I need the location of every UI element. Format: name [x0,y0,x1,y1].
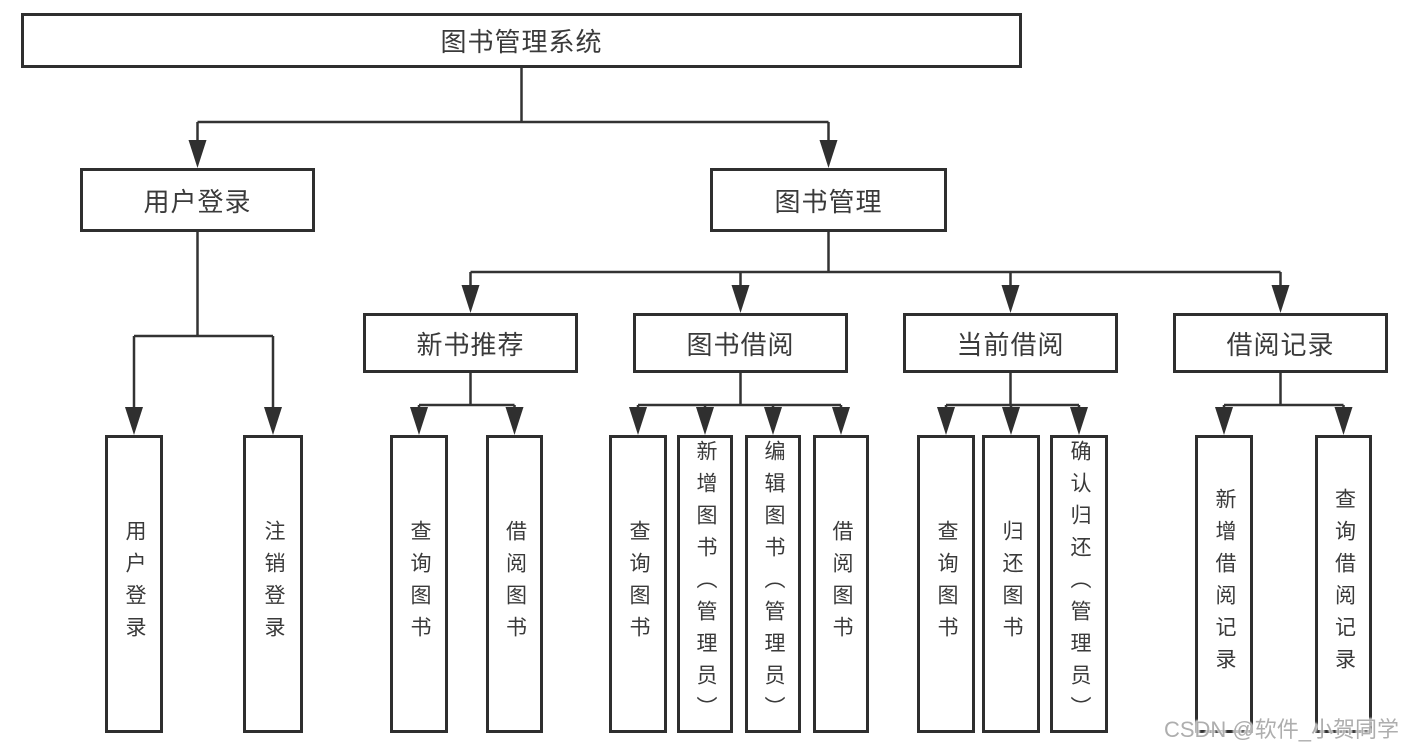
leaf-label: 新增图书（管理员） [694,440,717,728]
node-label: 图书借阅 [686,329,795,360]
leaf-borrow-books-recommend: 借阅图书 [486,435,543,733]
leaf-borrow-books-borrowing: 借阅图书 [813,435,869,733]
leaf-label: 查询图书 [935,520,958,648]
node-book-management: 图书管理 [710,168,947,232]
leaf-label: 归还图书 [1000,520,1023,648]
leaf-query-books-recommend: 查询图书 [390,435,448,733]
node-new-book-recommend: 新书推荐 [363,313,578,373]
arrowhead-book-mgmt [819,140,838,168]
csdn-watermark: CSDN @软件_小贺同学 [1163,717,1399,742]
arrowheads [125,140,1353,435]
leaf-query-books-current: 查询图书 [917,435,975,733]
leaf-user-login: 用户登录 [105,435,163,733]
node-current-borrowing: 当前借阅 [903,313,1118,373]
leaf-confirm-return-admin: 确认归还（管理员） [1050,435,1108,733]
leaf-query-books-borrowing: 查询图书 [609,435,667,733]
leaf-label: 确认归还（管理员） [1068,440,1091,728]
leaf-label: 新增借阅记录 [1213,488,1236,680]
leaf-label: 借阅图书 [503,520,527,648]
leaf-label: 注销登录 [262,520,285,648]
node-book-borrowing: 图书借阅 [633,313,848,373]
node-borrowing-records: 借阅记录 [1173,313,1388,373]
node-label: 新书推荐 [416,329,525,360]
node-label: 当前借阅 [956,329,1065,360]
arrowhead-new-book [461,285,480,313]
leaf-edit-book-admin: 编辑图书（管理员） [745,435,801,733]
node-label: 借阅记录 [1226,329,1335,360]
leaf-add-borrow-record: 新增借阅记录 [1195,435,1253,733]
node-user-login: 用户登录 [80,168,315,232]
arrowhead-user-login [188,140,207,168]
node-label: 用户登录 [143,186,252,217]
leaf-label: 借阅图书 [830,520,853,648]
leaf-query-borrow-record: 查询借阅记录 [1315,435,1372,733]
leaf-logout: 注销登录 [243,435,303,733]
leaf-label: 查询图书 [408,520,431,648]
node-library-management-system: 图书管理系统 [21,13,1022,68]
leaf-label: 查询借阅记录 [1332,488,1356,680]
leaf-return-books: 归还图书 [982,435,1040,733]
arrowhead-current [1001,285,1020,313]
leaf-add-book-admin: 新增图书（管理员） [677,435,733,733]
leaf-label: 编辑图书（管理员） [762,440,785,728]
leaf-label: 用户登录 [123,520,146,648]
arrowhead-records [1271,285,1290,313]
leaf-label: 查询图书 [627,520,650,648]
node-label: 图书管理系统 [440,27,603,57]
node-label: 图书管理 [774,186,883,217]
arrowhead-borrowing [731,285,750,313]
